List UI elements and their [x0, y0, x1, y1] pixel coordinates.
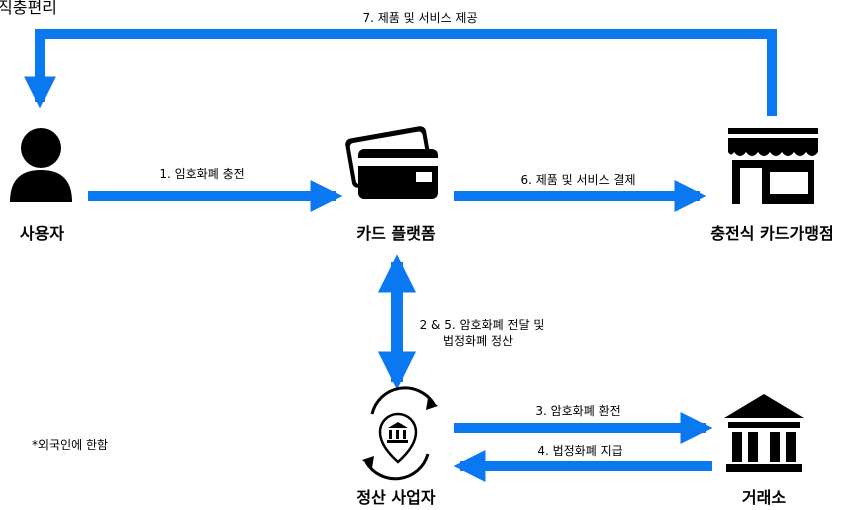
- label-edge-3: 3. 암호화폐 환전: [535, 404, 621, 418]
- store-icon: [728, 128, 818, 204]
- label-edge-4: 4. 법정화폐 지급: [537, 444, 623, 458]
- person-icon: [10, 128, 72, 202]
- label-edge-2-5-line2: 법정화폐 정산: [442, 334, 514, 348]
- node-label-settlement: 정산 사업자: [356, 488, 436, 507]
- settlement-cycle-icon: [362, 386, 438, 481]
- bank-icon: [724, 394, 804, 472]
- node-label-user: 사용자: [19, 224, 65, 243]
- label-edge-1: 1. 임호화폐 충전: [159, 167, 245, 181]
- label-edge-2-5-line1: 2 & 5. 암호화폐 전달 및: [419, 318, 545, 332]
- node-label-card-platform: 카드 플랫폼: [356, 224, 436, 243]
- footnote: *외국인에 한함: [32, 438, 109, 452]
- label-edge-6: 6. 제품 및 서비스 결제: [520, 173, 636, 187]
- credit-card-icon: [345, 126, 438, 199]
- page-title-fragment: 직충편리: [0, 0, 57, 17]
- label-edge-7: 7. 제품 및 서비스 제공: [362, 11, 478, 25]
- node-label-merchant: 충전식 카드가맹점: [710, 224, 834, 243]
- arrow-7-service: [23, 29, 777, 116]
- node-label-exchange: 거래소: [741, 488, 787, 507]
